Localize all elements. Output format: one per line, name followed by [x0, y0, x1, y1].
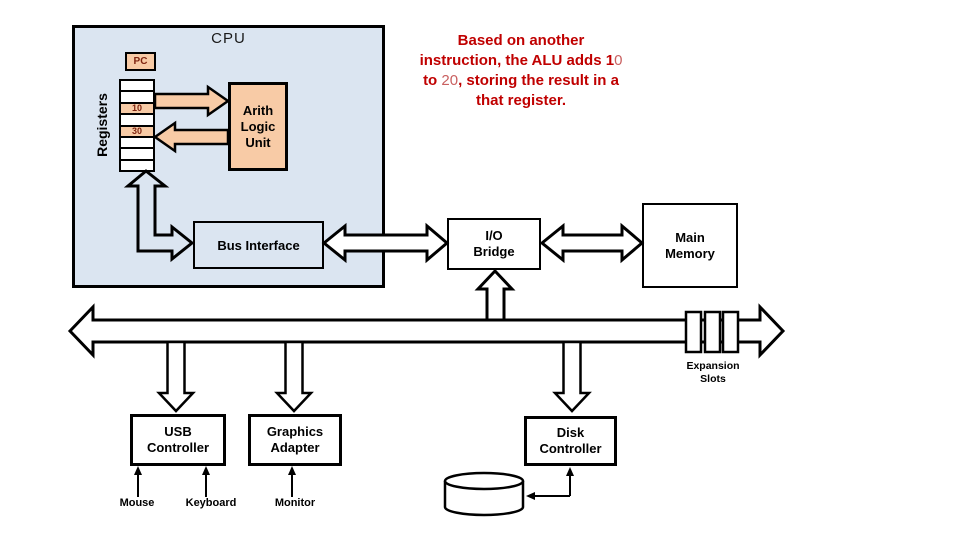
main-memory-box: Main Memory	[642, 203, 738, 288]
register-cell	[121, 90, 153, 102]
bus-interface-box: Bus Interface	[193, 221, 324, 269]
bus-to-disk-controller-arrow	[552, 340, 592, 413]
io-bridge-main-memory-connector	[539, 222, 645, 264]
disk-label: Disk	[471, 492, 497, 507]
register-cell	[121, 135, 153, 148]
alu-box: Arith Logic Unit	[228, 82, 288, 171]
bus-interface-label: Bus Interface	[217, 237, 300, 253]
register-cell	[121, 81, 153, 91]
register-cell	[121, 113, 153, 125]
keyboard-label: Keyboard	[185, 497, 237, 509]
bus-to-usb-arrow	[156, 340, 196, 413]
graphics-adapter-label: Graphics Adapter	[266, 424, 324, 455]
annotation-line: that register.	[475, 92, 567, 109]
alu-label: Arith Logic Unit	[240, 102, 276, 150]
register-cell: 10	[121, 101, 153, 114]
monitor-arrow	[288, 466, 296, 497]
graphics-adapter-box: Graphics Adapter	[248, 414, 342, 466]
expansion-slot	[684, 310, 703, 354]
usb-controller-label: USB Controller	[146, 424, 210, 455]
annotation-text: Based on another instruction, the ALU add…	[390, 31, 652, 111]
expansion-slots	[684, 310, 740, 354]
annotation-line: to 20, storing the result in a	[423, 72, 619, 89]
register-stack: 10 30	[119, 79, 155, 172]
pc-register-box: PC	[125, 52, 156, 71]
disk-controller-label: Disk Controller	[539, 425, 602, 456]
mouse-arrow	[134, 466, 142, 497]
keyboard-arrow	[202, 466, 210, 497]
cpu-title: CPU	[211, 30, 246, 47]
expansion-slots-label: Expansion Slots	[686, 360, 740, 385]
bus-to-graphics-arrow	[274, 340, 314, 413]
io-bridge-bus-connector	[474, 268, 516, 323]
disk-controller-box: Disk Controller	[524, 416, 617, 466]
expansion-slot	[721, 310, 740, 354]
register-cell	[121, 147, 153, 159]
io-bus-label: I/O Bus	[357, 322, 403, 337]
expansion-slot	[703, 310, 722, 354]
registers-label: Registers	[94, 93, 110, 157]
register-cell	[121, 158, 153, 170]
register-cell: 30	[121, 124, 153, 136]
disk-controller-disk-connector	[526, 467, 574, 500]
mouse-label: Mouse	[119, 497, 155, 509]
main-memory-label: Main Memory	[665, 229, 715, 261]
annotation-line: instruction, the ALU adds 10	[419, 52, 623, 69]
io-bridge-label: I/O Bridge	[473, 228, 515, 259]
pc-label: PC	[133, 56, 148, 67]
usb-controller-box: USB Controller	[130, 414, 226, 466]
io-bridge-box: I/O Bridge	[447, 218, 541, 270]
annotation-line: Based on another	[457, 32, 585, 49]
monitor-label: Monitor	[274, 497, 316, 509]
